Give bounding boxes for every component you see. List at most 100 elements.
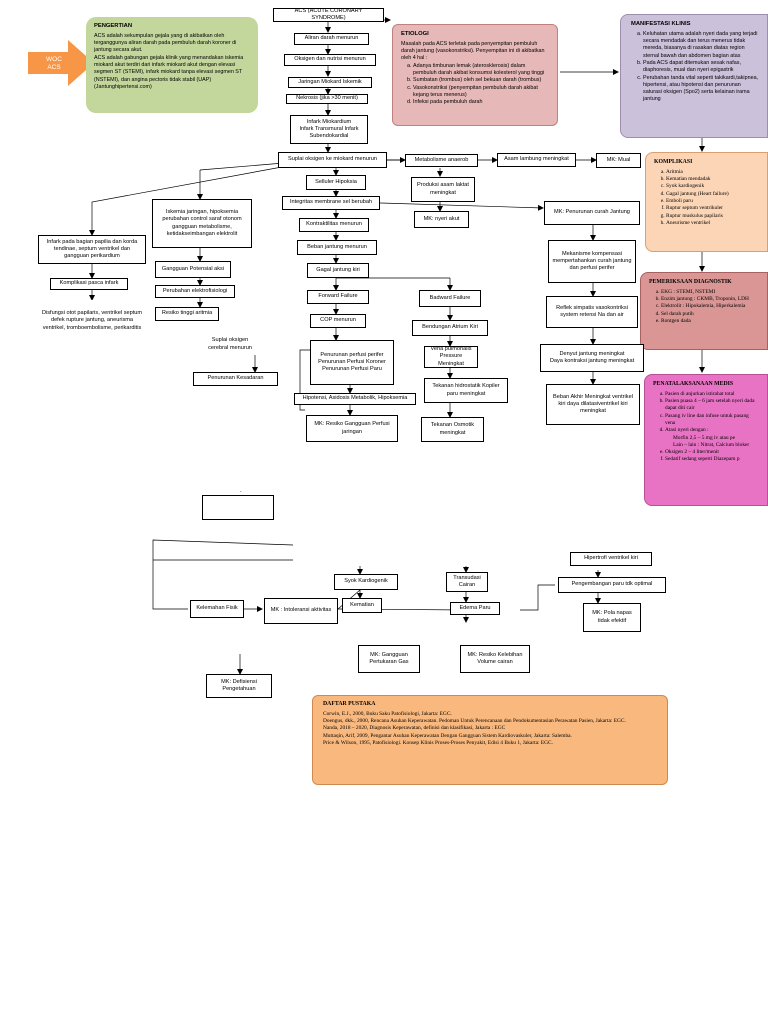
manifestasi-panel: MANIFESTASI KLINIS Keluhatan utama adala…: [620, 14, 768, 138]
node-nyeri: MK: nyeri akut: [414, 211, 469, 228]
node-vena: Vena pulmonalis Pressure Meningkat: [424, 346, 478, 368]
node-refleks: Reflek simpatis vasokontriksi system ret…: [546, 296, 638, 328]
node-nekrosis: Nekrosis (jika >30 menit): [286, 94, 368, 104]
node-backward: Badward Failure: [419, 290, 481, 307]
pengertian-title: PENGERTIAN: [94, 23, 133, 29]
empty-box: [202, 495, 274, 520]
node-mk-defisiensi: MK: Defisiensi Pengetahuan: [206, 674, 272, 698]
node-hipotensi: Hipotensi, Asidosis Metabolik, Hipoksemi…: [294, 393, 416, 405]
node-asam: Asam lambung meningkat: [497, 153, 576, 167]
etiologi-intro: Masalah pada ACS terletak pada penyempit…: [401, 40, 545, 62]
node-iskemia: Iskemia jaringan, hipoksemia perubahan c…: [152, 199, 252, 248]
penatalaksanaan-panel: PENATALAKSANAAN MEDIS Pasien di anjurkan…: [644, 374, 768, 506]
node-mk-pola: MK: Pola napas tidak efektif: [583, 603, 641, 632]
node-komplikasi-pasca: Komplikasi pasca infark: [50, 278, 128, 290]
node-forward: Forward Failure: [307, 290, 369, 304]
node-tekanan-o: Tekanan Osmotik meningkat: [421, 417, 484, 442]
etiologi-item: Sumbatan (trombus) oleh sel bekuan darah…: [413, 77, 549, 84]
woc-label: WOC ACS: [34, 56, 74, 73]
daftar-title: DAFTAR PUSTAKA: [323, 701, 376, 707]
penatalaksanaan-sub-item: Morfin 2,5 – 5 mg iv atau pe: [673, 434, 735, 441]
node-gagal: Gagal jantung kiri: [307, 263, 369, 278]
woc-line1: WOC: [46, 56, 62, 63]
manifestasi-item: Perubahan tanda vital seperti takikardi,…: [643, 75, 759, 104]
node-transudasi: Transudasi Cairan: [446, 572, 488, 592]
node-oksigen: Oksigen dan nutrisi menurun: [284, 54, 376, 66]
node-infark-papila: Infark pada bagian papilia dan korda ten…: [38, 235, 146, 264]
node-perubahan-elek: Perubahan elektrofisiologi: [155, 285, 235, 298]
etiologi-panel: ETIOLOGI Masalah pada ACS terletak pada …: [392, 24, 558, 126]
daftar-ref: Price & Wilson, 1995, Patofisiologi. Kon…: [323, 740, 553, 746]
node-hipertrofi: Hipertrofi ventrikel kiri: [570, 552, 652, 566]
node-beban: Beban jantung menurun: [297, 240, 377, 255]
etiologi-item: Infeksi pada pembuluh darah: [413, 99, 549, 106]
node-infark: Infark Miokardium Infark Transmural Infa…: [290, 115, 368, 144]
penatalaksanaan-item: Pasien di anjurkan istirahat total: [665, 391, 759, 398]
node-kematian: Kematian: [342, 598, 382, 613]
node-mk-intoleransi: MK : Intoleransi aktivitas: [264, 598, 338, 624]
node-resiko-aritmia: Resiko tinggi aritmia: [155, 307, 219, 321]
pemeriksaan-item: Rontgen dada: [661, 318, 759, 325]
pemeriksaan-panel: PEMERIKSAAN DIAGNOSTIK EKG : STEMI, NSTE…: [640, 272, 768, 350]
dot-mark: .: [240, 488, 242, 494]
node-metabolisme: Metabolisme anaerob: [405, 154, 478, 167]
node-suplai: Suplai oksigen ke miokard menurun: [278, 152, 387, 168]
komplikasi-list: Aritmia Kematian mendadak Syok kardiogen…: [654, 169, 759, 227]
node-penurunan-kes: Penurunan Kesadaran: [193, 372, 278, 386]
node-gangguan-pot: Gangguan Potensial aksi: [155, 261, 231, 278]
node-mual: MK: Mual: [596, 153, 641, 168]
woc-arrow-icon: [28, 40, 94, 86]
node-kelemahan: Kelemahan Fisik: [190, 600, 244, 618]
komplikasi-title: KOMPLIKASI: [654, 159, 693, 165]
node-penurunan-perfusi: Penurunan perfusi perifer Penurunan Perf…: [310, 340, 394, 385]
node-aliran: Aliran darah menurun: [294, 33, 369, 45]
manifestasi-list: Keluhatan utama adalah nyeri dada yang t…: [631, 31, 759, 104]
manifestasi-item: Keluhatan utama adalah nyeri dada yang t…: [643, 31, 759, 60]
manifestasi-title: MANIFESTASI KLINIS: [631, 21, 691, 27]
komplikasi-item: Aneurisme ventrikel: [666, 220, 759, 227]
pemeriksaan-item: EKG : STEMI, NSTEMI: [661, 289, 759, 296]
komplikasi-item: Emboli paru: [666, 198, 759, 205]
komplikasi-item: Ruptur muskulus papilaris: [666, 213, 759, 220]
manifestasi-item: Pada ACS dapat ditemukan sesak nafas, di…: [643, 60, 759, 75]
node-disfungsi: Disfungsi otot papilaris, ventrikel sept…: [38, 300, 146, 342]
node-acs: ACS (ACUTE CORONARY SYNDROME): [273, 8, 384, 22]
etiologi-item: Adanya timbunan lemak (aterosklerosis) d…: [413, 63, 549, 78]
komplikasi-item: Aritmia: [666, 169, 759, 176]
daftar-ref: Muttaqin, Arif, 2009, Pengantar Asuhan K…: [323, 732, 572, 739]
node-pengembangan: Pengembangan paru tdk optimal: [558, 577, 666, 593]
penatalaksanaan-item: Oksigen 2 – 4 liter/menit: [665, 449, 759, 456]
penatalaksanaan-item: Atasi nyeri dengan : Morfin 2,5 – 5 mg i…: [665, 427, 759, 449]
node-syok: Syok Kardiogenik: [334, 574, 398, 590]
penatalaksanaan-item: Pasien puasa 4 – 6 jam setelah nyeri dad…: [665, 398, 759, 413]
pemeriksaan-item: Enzim jantung : CKMB, Troponin, LDH: [661, 296, 759, 303]
woc-line2: ACS: [47, 64, 61, 72]
node-cop: COP menurun: [310, 314, 366, 328]
node-bendungan: Bendungan Atrium Kiri: [412, 320, 488, 336]
node-jaringan: Jaringan Miokard Iskemik: [288, 77, 372, 88]
penatalaksanaan-item: Sedatif sedang seperti Diazepam p: [665, 456, 759, 463]
node-integritas: Integritas membrane sel berubah: [282, 196, 380, 210]
komplikasi-panel: KOMPLIKASI Aritmia Kematian mendadak Syo…: [645, 152, 768, 252]
node-seluler: Selluler Hipoksia: [306, 175, 366, 190]
pengertian-panel: PENGERTIAN ACS adalah sekumpulan gejala …: [86, 17, 258, 113]
node-beban-akhir: Beban Akhir Meningkat ventrikel kiri day…: [546, 384, 640, 425]
node-kontraktilitas: Kontraktilitas menurun: [299, 218, 369, 232]
daftar-ref: Doengus, dkk., 2000, Rencana Asuhan Kepe…: [323, 718, 626, 725]
pemeriksaan-title: PEMERIKSAAN DIAGNOSTIK: [649, 279, 732, 285]
komplikasi-item: Syok kardiogenik: [666, 183, 759, 190]
node-mekanisme: Mekanisme kompensasi mempertahankan cura…: [548, 240, 636, 283]
penatalaksanaan-list: Pasien di anjurkan istirahat total Pasie…: [653, 391, 759, 464]
penatalaksanaan-title: PENATALAKSANAAN MEDIS: [653, 381, 734, 387]
pemeriksaan-item: Sel darah putih: [661, 311, 759, 318]
node-denyut: Denyut jantung meningkat Daya kontraksi …: [540, 344, 644, 372]
etiologi-item: Vasokonstriksi (penyempitan pembuluh dar…: [413, 85, 549, 100]
node-suplai-oks: Suplai oksigen cerebral menurun: [200, 334, 260, 355]
etiologi-title: ETIOLOGI: [401, 31, 429, 37]
node-produksi: Produksi asam laktat meningkat: [411, 177, 475, 202]
node-tekanan-h: Tekanan hidrostatik Kopiler paru meningk…: [424, 378, 508, 403]
komplikasi-item: Ruptur septum ventrikuler: [666, 205, 759, 212]
node-mk-resiko: MK: Resiko Gangguan Perfusi jaringan: [306, 415, 398, 442]
pemeriksaan-list: EKG : STEMI, NSTEMI Enzim jantung : CKMB…: [649, 289, 759, 325]
pengertian-p1: ACS adalah sekumpulan gejala yang di aki…: [94, 32, 237, 54]
